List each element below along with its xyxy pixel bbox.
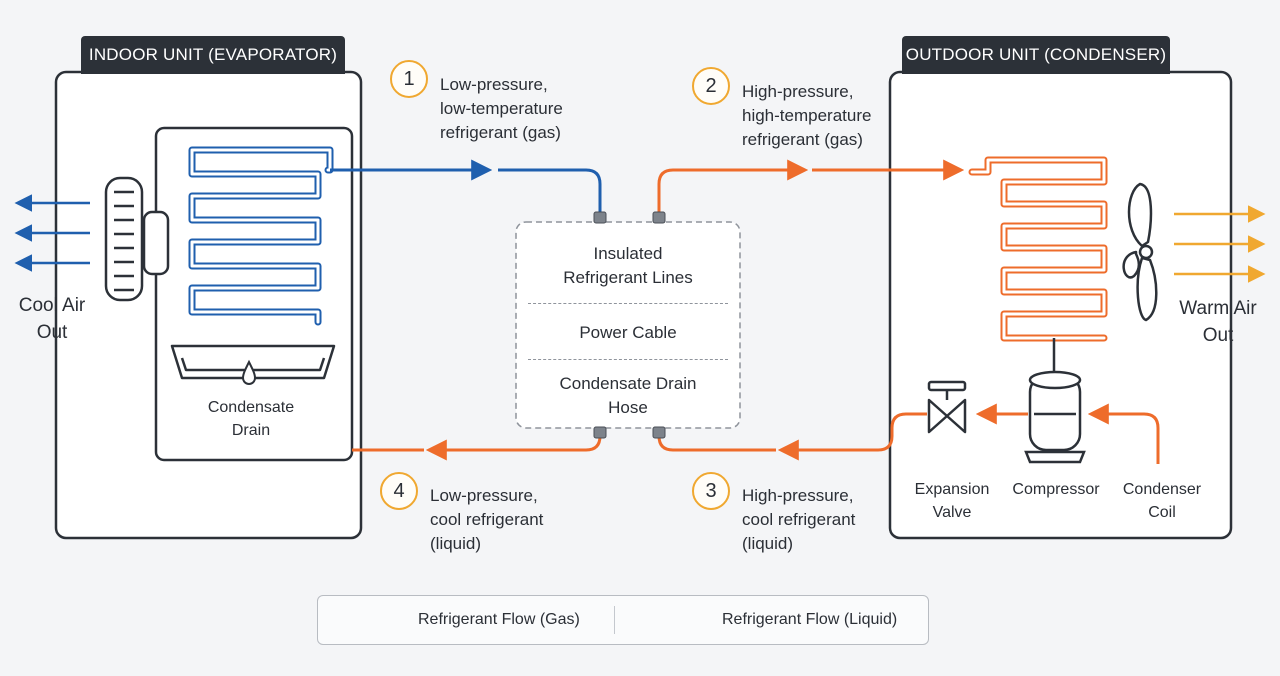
line-set-panel-text: Insulated Refrigerant Lines Power Cable … (516, 222, 740, 428)
step-3-label: High-pressure, cool refrigerant (liquid) (742, 486, 856, 553)
valve-to-panel-line (777, 412, 927, 461)
expansion-valve-label: Expansion Valve (914, 481, 990, 521)
condenser-fan-icon (1122, 182, 1158, 322)
compressor-label: Compressor (1012, 481, 1100, 498)
panel-divider (528, 303, 728, 304)
drain-hose-label: Condensate Drain Hose (559, 374, 697, 417)
compressor-icon (1024, 370, 1086, 464)
panel-ports (593, 211, 666, 439)
step-3-badge: 3 (692, 472, 730, 510)
expansion-valve-icon (927, 380, 967, 434)
step-2-label: High-pressure, high-temperature refriger… (742, 82, 872, 149)
condensate-drain-label: Condensate Drain (207, 399, 295, 439)
legend-liquid-label: Refrigerant Flow (Liquid) (722, 611, 898, 628)
line-set-panel (515, 221, 741, 429)
liquid-line-to-panel (657, 428, 776, 452)
condenser-coil-label: Condenser Coil (1122, 481, 1202, 521)
warm-air-label: Warm Air Out (1179, 298, 1257, 346)
blower-grille (104, 176, 170, 302)
outdoor-unit-title: OUTDOOR UNIT (CONDENSER) (902, 36, 1170, 74)
step-1-label: Low-pressure, low-temperature refrigeran… (440, 75, 563, 142)
liquid-line-from-panel (425, 428, 602, 461)
legend-gas-label: Refrigerant Flow (Gas) (418, 611, 580, 628)
power-cable-label: Power Cable (579, 323, 677, 342)
hot-gas-line-from-panel (657, 159, 809, 212)
panel-divider (528, 359, 728, 360)
legend: Refrigerant Flow (Gas) Refrigerant Flow … (317, 595, 929, 645)
legend-separator (614, 606, 615, 634)
cool-air-label: Cool Air Out (18, 295, 86, 343)
indoor-unit-title: INDOOR UNIT (EVAPORATOR) (81, 36, 345, 74)
warm-air-arrows (1174, 205, 1266, 283)
water-drop-icon (241, 359, 257, 385)
step-4-label: Low-pressure, cool refrigerant (liquid) (430, 486, 544, 553)
cool-air-arrows (14, 194, 90, 272)
step-1-badge: 1 (390, 60, 428, 98)
condenser-coil-return-line (1087, 403, 1160, 464)
gas-line-to-panel (498, 168, 602, 212)
step-2-badge: 2 (692, 67, 730, 105)
step-4-badge: 4 (380, 472, 418, 510)
refrigerant-lines-label: Insulated Refrigerant Lines (563, 244, 693, 287)
